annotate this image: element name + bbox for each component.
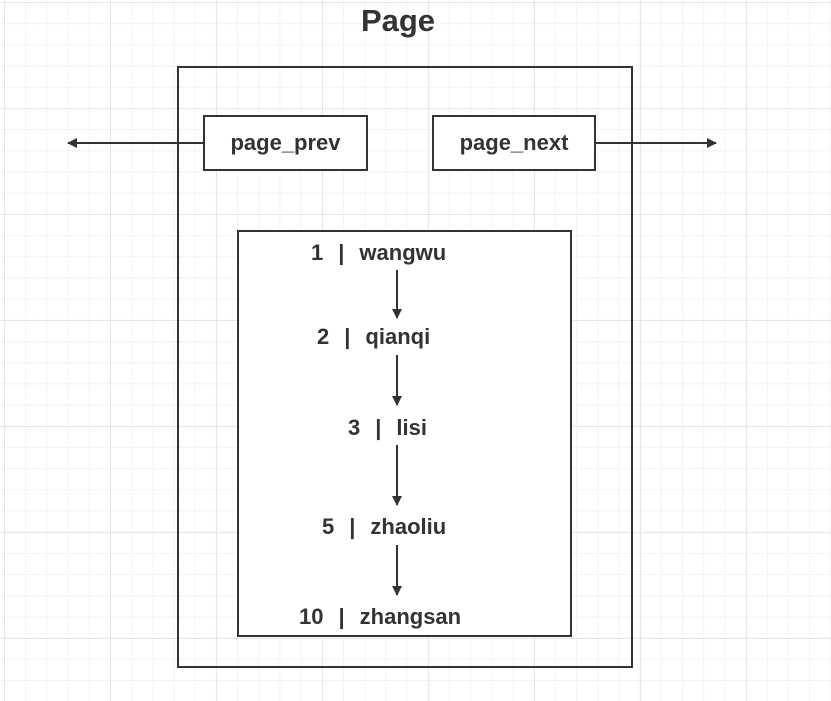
record-name: zhangsan	[359, 604, 462, 629]
record-separator: |	[338, 604, 345, 629]
record-name: lisi	[396, 415, 427, 440]
records-container	[237, 230, 572, 637]
record-separator: |	[349, 514, 356, 539]
record-id: 3	[348, 415, 361, 440]
record-id: 2	[317, 324, 330, 349]
record-separator: |	[375, 415, 382, 440]
record-separator: |	[338, 240, 345, 265]
record-name: qianqi	[365, 324, 431, 349]
record-name: wangwu	[359, 240, 447, 265]
page-next-box: page_next	[432, 115, 596, 171]
page-prev-box: page_prev	[203, 115, 368, 171]
page-container	[177, 66, 633, 668]
record-row: 2 | qianqi	[317, 324, 430, 350]
record-row: 3 | lisi	[348, 415, 427, 441]
record-separator: |	[344, 324, 351, 349]
record-id: 5	[322, 514, 335, 539]
record-id: 10	[299, 604, 324, 629]
record-id: 1	[311, 240, 324, 265]
record-row: 5 | zhaoliu	[322, 514, 446, 540]
record-row: 1 | wangwu	[311, 240, 446, 266]
page-title: Page	[360, 3, 436, 38]
record-name: zhaoliu	[370, 514, 447, 539]
record-row: 10 | zhangsan	[299, 604, 461, 630]
